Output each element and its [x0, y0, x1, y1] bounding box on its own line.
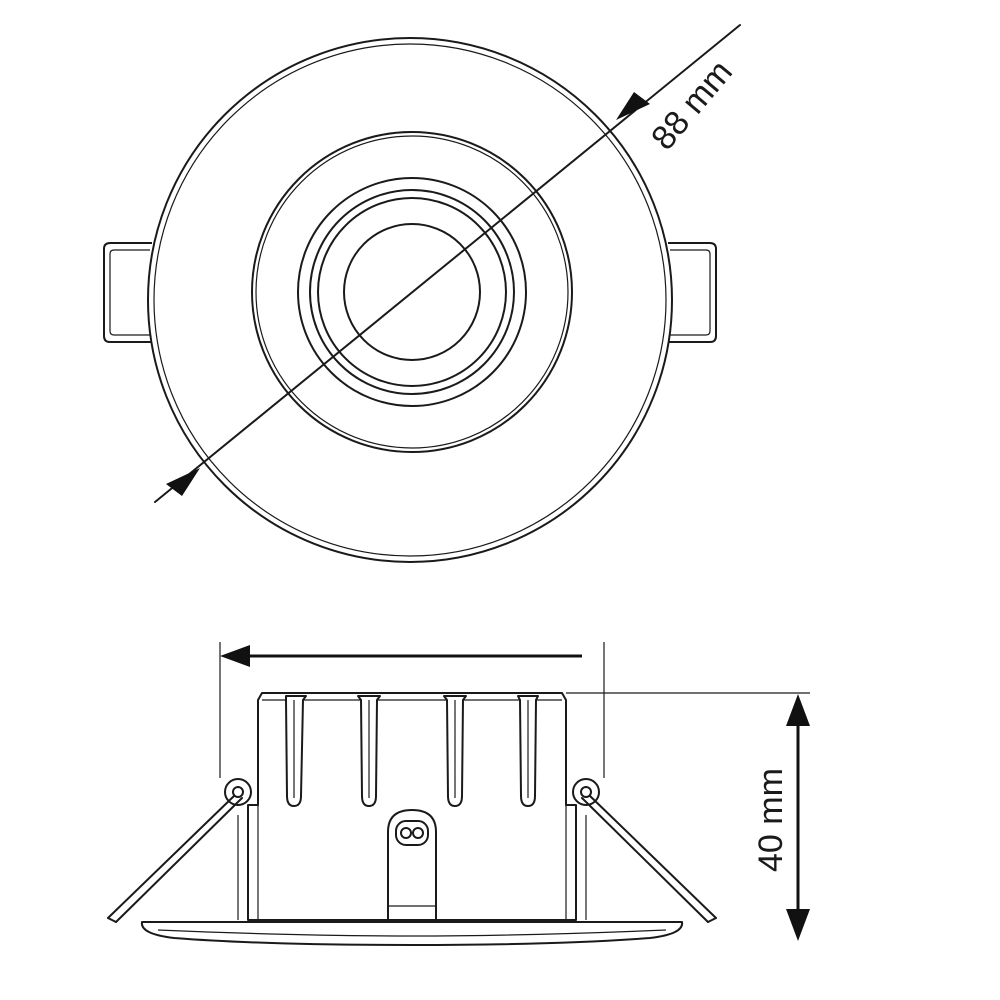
outer-trim-edge — [153, 43, 667, 557]
trim-flange-edge — [157, 929, 667, 937]
bezel-ring — [251, 131, 573, 453]
left-clip-tab-inner — [109, 249, 150, 336]
left-spring-clip — [107, 778, 252, 923]
height-arrow-bottom — [786, 909, 810, 941]
diameter-label: 88 mm — [644, 53, 740, 157]
lens-holder-inner — [317, 197, 507, 387]
diameter-arrow-bottom — [166, 468, 200, 496]
connector-pin-left — [400, 827, 412, 839]
lens-holder-outer — [297, 177, 527, 407]
side-view: 40 mm — [107, 642, 810, 946]
width-arrow-left — [220, 645, 250, 667]
right-clip-tab-inner — [670, 249, 711, 336]
lens-holder-mid — [309, 189, 515, 395]
left-clip-tab — [103, 242, 152, 343]
lens — [343, 223, 481, 361]
height-arrow-top — [786, 694, 810, 726]
width-dimension — [219, 642, 605, 778]
right-spring-clip — [572, 778, 717, 923]
bezel-ring-inner — [255, 135, 569, 449]
housing-body — [247, 692, 577, 921]
connector-pin-right — [412, 827, 424, 839]
trim-flange — [140, 921, 684, 946]
outer-trim-ring — [147, 37, 673, 563]
top-view — [103, 37, 717, 563]
height-dimension: 40 mm — [566, 692, 810, 941]
right-clip-tab — [668, 242, 717, 343]
height-label: 40 mm — [752, 768, 790, 872]
cooling-fin-1 — [285, 695, 307, 807]
diameter-arrow-top — [616, 92, 650, 120]
